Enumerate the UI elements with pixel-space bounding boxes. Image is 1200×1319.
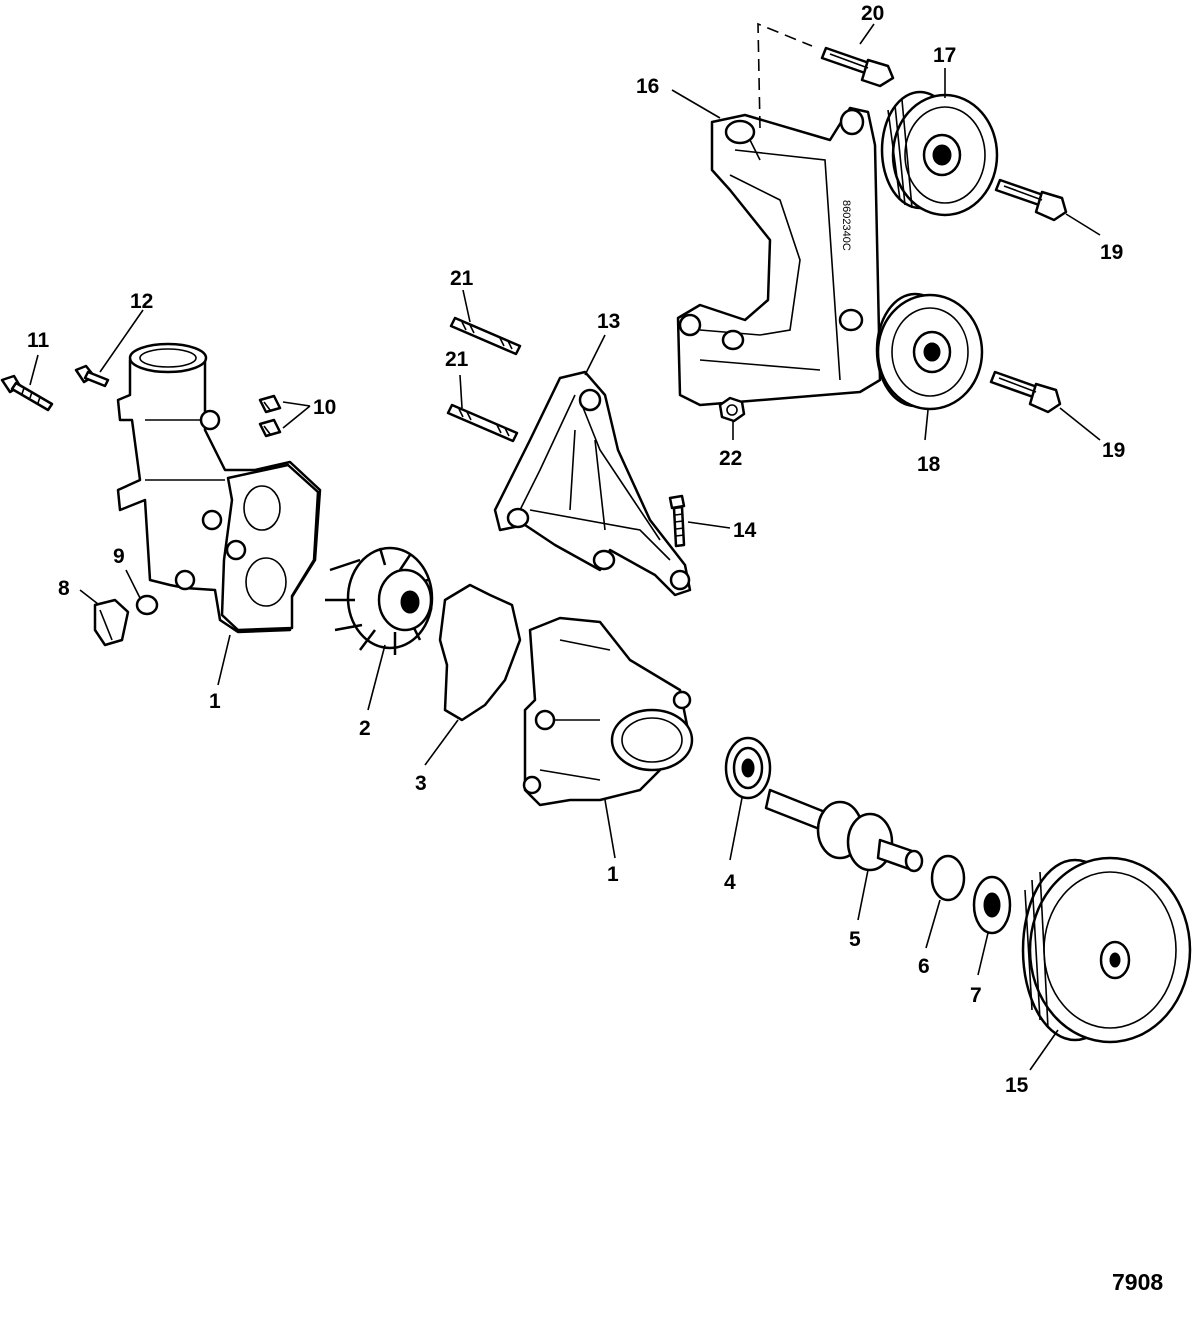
callout-labels: 1 1 2 3 4 5 6 7 8 9 10 11 12 13 14 15 16… xyxy=(27,2,1163,1295)
shaft-part-5 xyxy=(764,788,924,873)
callout-2: 2 xyxy=(359,717,371,740)
callout-1-left: 1 xyxy=(209,690,221,713)
callout-16: 16 xyxy=(636,75,659,98)
callout-1-right: 1 xyxy=(607,863,619,886)
drive-pulley-part-15 xyxy=(1021,856,1192,1044)
o-ring-part-9 xyxy=(135,594,159,616)
idler-pulley-smooth-part-18 xyxy=(875,292,984,411)
bolt-part-20 xyxy=(820,46,895,88)
callout-7: 7 xyxy=(970,984,982,1007)
callout-5: 5 xyxy=(849,928,861,951)
callout-8: 8 xyxy=(58,577,70,600)
callout-3: 3 xyxy=(415,772,427,795)
callout-15: 15 xyxy=(1005,1074,1029,1097)
stud-part-21-upper xyxy=(449,316,522,356)
gasket-part-3 xyxy=(438,583,522,722)
callout-21-top: 21 xyxy=(450,267,474,290)
stud-part-21-lower xyxy=(446,403,519,443)
drain-plug-part-8 xyxy=(93,598,130,647)
figure-number: 7908 xyxy=(1112,1269,1163,1295)
impeller-part-2 xyxy=(325,546,434,655)
callout-14: 14 xyxy=(733,519,757,542)
pump-housing-part-1-right xyxy=(522,616,694,807)
callout-11: 11 xyxy=(27,329,50,352)
fittings-part-10 xyxy=(258,394,282,438)
callout-21-bottom: 21 xyxy=(445,348,469,371)
callout-12: 12 xyxy=(130,290,153,313)
callout-22: 22 xyxy=(719,447,742,470)
callout-18: 18 xyxy=(917,453,941,476)
mounting-bracket-part-13 xyxy=(493,370,692,597)
bolt-part-19-lower xyxy=(989,370,1062,414)
leader-lines xyxy=(29,23,1101,1071)
callout-17: 17 xyxy=(933,44,956,67)
bearing-part-4 xyxy=(724,736,772,800)
seal-part-7 xyxy=(972,875,1012,935)
callout-10: 10 xyxy=(313,396,336,419)
callout-19-bottom: 19 xyxy=(1102,439,1125,462)
idler-pulley-ribbed-part-17 xyxy=(880,90,999,217)
bolt-part-19-upper xyxy=(994,178,1068,222)
pump-body-part-1-left xyxy=(116,342,322,634)
bolt-part-14 xyxy=(668,494,686,548)
callout-6: 6 xyxy=(918,955,930,978)
seal-ring-part-6 xyxy=(930,854,966,902)
tensioner-bracket-part: 8602340C xyxy=(676,106,882,407)
callout-13: 13 xyxy=(597,310,620,333)
bolt-part-12 xyxy=(74,364,110,388)
alignment-dash-line xyxy=(757,22,813,129)
svg-text:8602340C: 8602340C xyxy=(840,200,852,251)
bolt-part-11 xyxy=(0,374,54,412)
callout-19-top: 19 xyxy=(1100,241,1123,264)
callout-4: 4 xyxy=(724,871,736,894)
bracket-stamp-text: 8602340C xyxy=(840,200,852,251)
nut-part-22 xyxy=(718,396,746,423)
callout-20: 20 xyxy=(861,2,884,25)
callout-9: 9 xyxy=(113,545,125,568)
